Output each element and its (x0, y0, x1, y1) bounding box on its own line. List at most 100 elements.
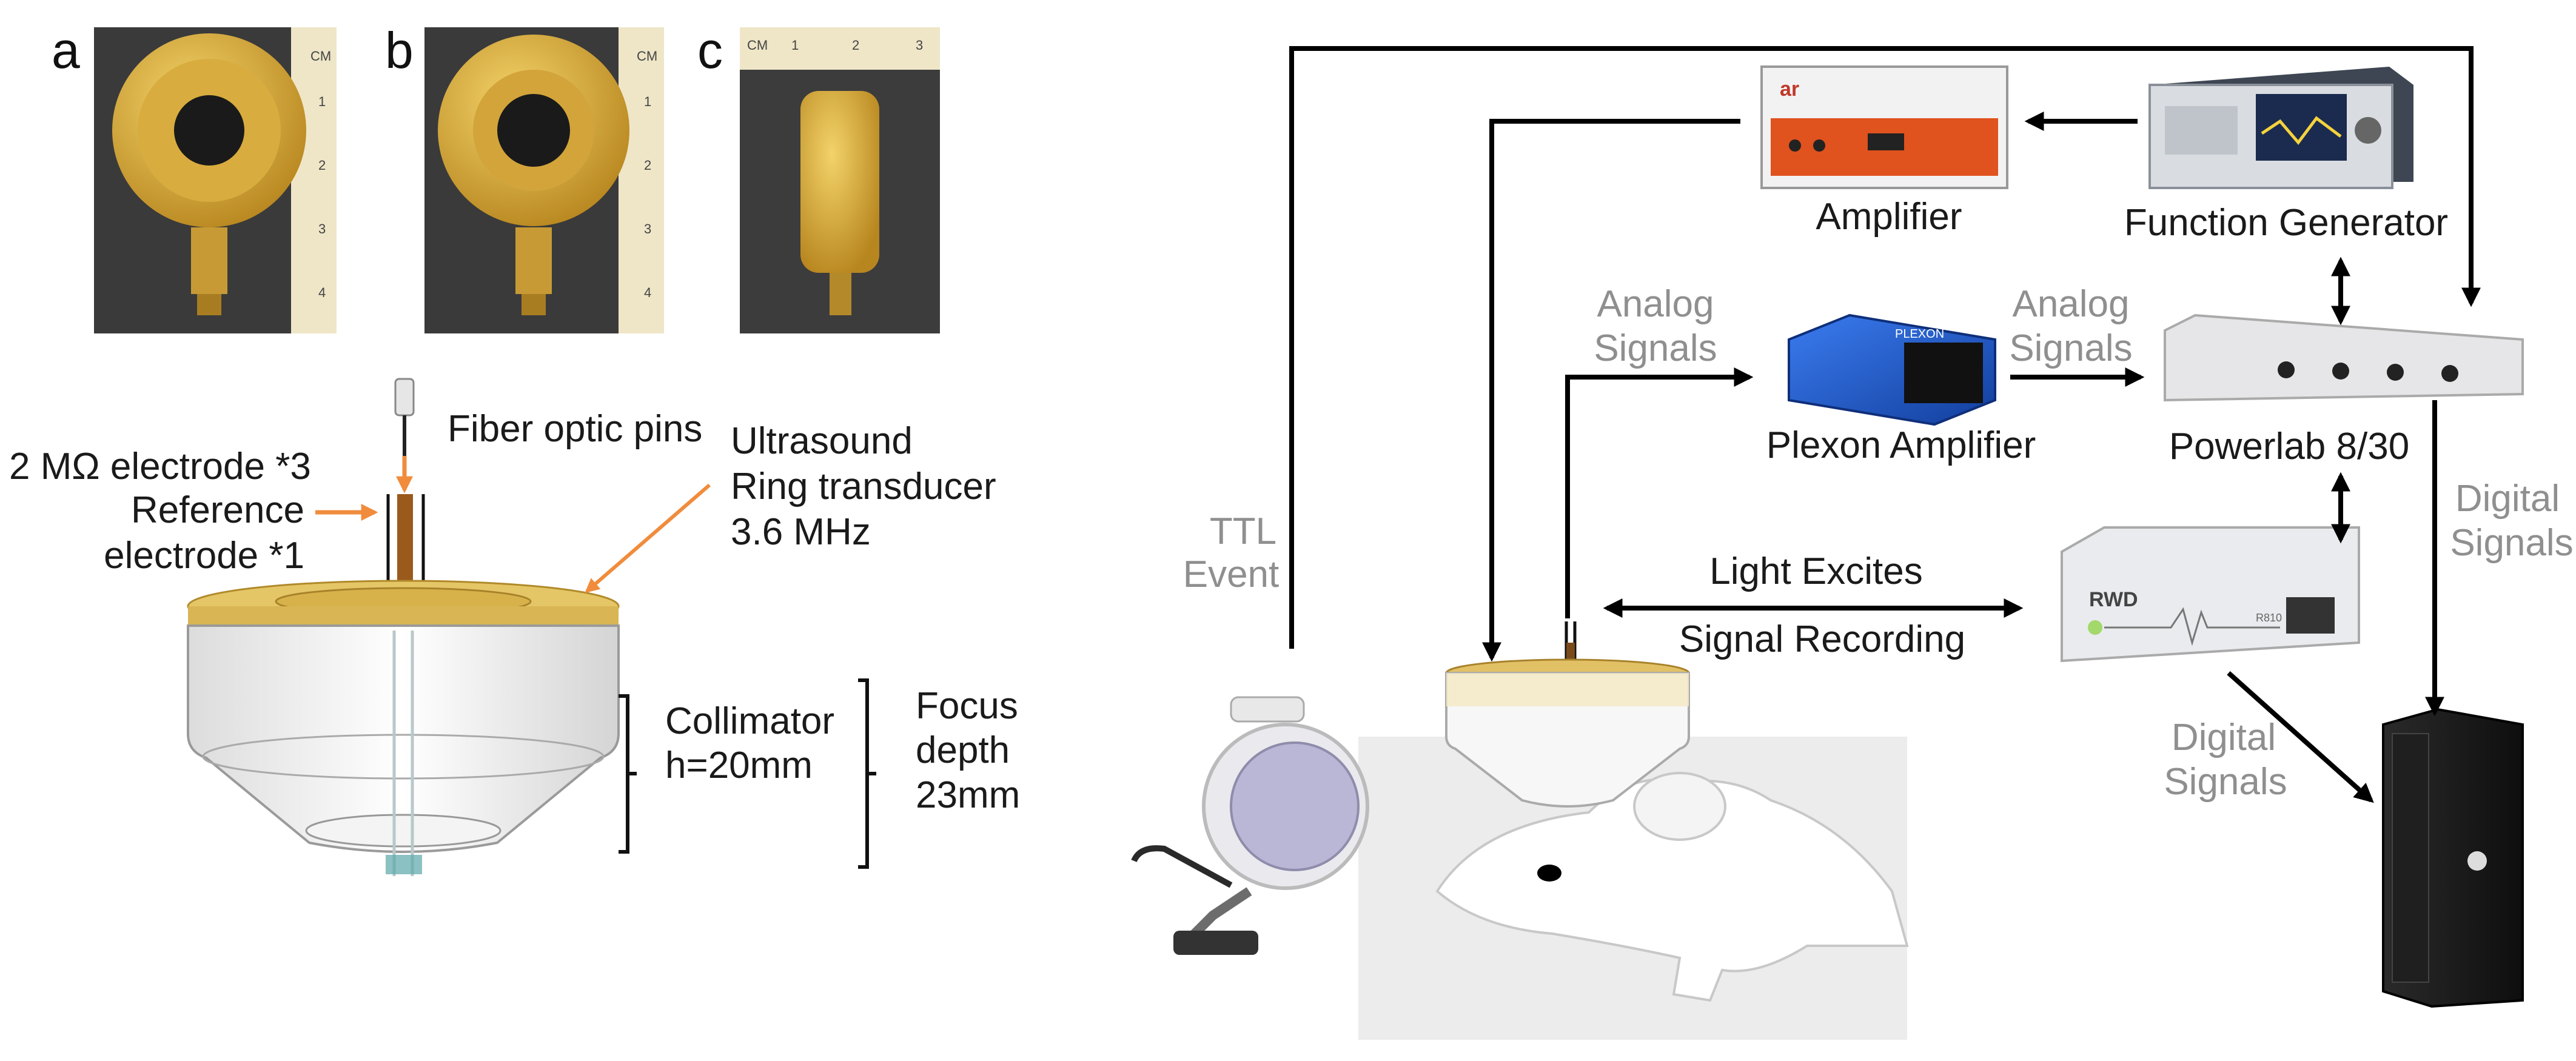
amplifier-label: Amplifier (1816, 196, 1962, 238)
pc-logo (2467, 851, 2487, 871)
collimator-seam (202, 734, 605, 780)
ruler-b (619, 27, 664, 333)
ttl-event-line (1289, 46, 2481, 649)
probe-tip (386, 855, 422, 874)
mouse-eye (1537, 865, 1561, 882)
ruler-a-tick-4: 4 (318, 285, 326, 300)
focus-label-3: 23mm (916, 774, 1020, 816)
transducer-labels: Fiber optic pins 2 MΩ electrode *3 Refer… (9, 408, 1020, 816)
powerlab-port-1 (2278, 361, 2295, 378)
ruler-c-unit: CM (747, 38, 768, 53)
ultrasound-label-1: Ultrasound (731, 420, 913, 462)
plexon-label: Plexon Amplifier (1766, 424, 2036, 466)
ruler-a-unit: CM (310, 49, 331, 64)
panel-a-label: a (52, 22, 80, 79)
fiber-pin-head (394, 378, 415, 417)
fiber-label: Fiber optic pins (448, 408, 702, 450)
mouse-ear (1633, 772, 1726, 841)
ring-transducer-side-view (800, 91, 879, 273)
ruler-b-tick-3: 3 (644, 221, 651, 236)
ruler-b-tick-4: 4 (644, 285, 651, 300)
amplifier-knob-1 (1789, 139, 1801, 152)
rwd-trace (2104, 607, 2280, 646)
plexon-brand: PLEXON (1895, 327, 1944, 341)
amplifier-to-transducer-line (1482, 119, 1740, 662)
collimator-label-2: h=20mm (665, 745, 813, 786)
reference-label-2: electrode *1 (104, 535, 304, 577)
rwd-to-pc-arrow (2227, 671, 2374, 803)
analog-left-label-1: Analog (1597, 283, 1714, 325)
amplifier-display (1868, 133, 1904, 150)
pc-tower (2382, 708, 2524, 1008)
transducer-diagram (187, 378, 876, 876)
ruler-labels: CM 1 2 3 4 CM 1 2 3 4 (310, 49, 657, 300)
ruler-c-tick-1: 1 (791, 38, 799, 53)
ruler-a-tick-2: 2 (318, 158, 326, 173)
connector-c (830, 273, 851, 315)
reference-label-1: Reference (131, 489, 304, 531)
ruler-a-tick-3: 3 (318, 221, 326, 236)
lamp-bracket (1230, 696, 1305, 723)
electrode-to-plexon-line (1565, 367, 1754, 618)
collimator-body (187, 624, 620, 853)
collimator-bracket (619, 694, 637, 854)
powerlab-label: Powerlab 8/30 (2169, 426, 2409, 467)
ruler-a (291, 27, 337, 333)
lamp-cable (1131, 845, 1233, 888)
ruler-b-tick-2: 2 (644, 158, 651, 173)
panel-b: b (385, 22, 664, 333)
ring-hole-b (497, 94, 570, 167)
rwd-brand: RWD (2089, 588, 2138, 611)
plexon-connectors (1904, 343, 1983, 403)
ruler-c (740, 27, 940, 70)
rwd-port (2286, 597, 2335, 634)
amplifier-knob-2 (1813, 139, 1825, 152)
ruler-c-tick-3: 3 (916, 38, 923, 53)
signal-recording-label: Signal Recording (1679, 618, 1965, 660)
ttl-label-2: Event (1183, 554, 1280, 595)
connector-tip-a (197, 294, 221, 315)
lamp-clamp (1173, 931, 1258, 955)
pc-front-grille (2392, 733, 2429, 983)
rwd-led (2088, 620, 2102, 635)
rwd-photometry-device: RWD R810 (2061, 526, 2360, 663)
connector-a (191, 227, 227, 294)
powerlab-port-3 (2387, 364, 2404, 381)
panel-a: a (52, 22, 337, 333)
function-generator-label: Function Generator (2124, 202, 2448, 244)
gold-ring-side (188, 606, 619, 626)
ruler-b-unit: CM (637, 49, 657, 64)
ruler-a-tick-1: 1 (318, 94, 326, 109)
analog-right-label-2: Signals (2009, 327, 2132, 369)
ultrasound-label-3: 3.6 MHz (731, 511, 871, 553)
mouse-area (1358, 737, 1909, 1040)
digital-lower-label-2: Signals (2164, 761, 2287, 803)
fg-knob (2355, 117, 2381, 144)
light-excites-label: Light Excites (1709, 551, 1923, 592)
fg-waveform (2261, 116, 2342, 145)
powerlab-port-2 (2332, 363, 2349, 380)
digital-right-label-2: Signals (2450, 522, 2573, 564)
amplifier-device: ar (1760, 65, 2008, 189)
ruler-b-tick-1: 1 (644, 94, 651, 109)
head-ring-band (1446, 673, 1689, 706)
digital-lower-label-1: Digital (2172, 717, 2276, 758)
connector-b (515, 227, 552, 294)
focus-label-2: depth (916, 729, 1010, 771)
function-generator-device (2148, 67, 2413, 189)
panel-b-label: b (385, 22, 414, 79)
rwd-model: R810 (2256, 612, 2282, 624)
panel-c-label: c (697, 22, 723, 79)
amplifier-brand: ar (1780, 78, 1799, 101)
focus-bracket (858, 678, 876, 869)
collimator-label-1: Collimator (665, 700, 834, 742)
ultrasound-label-2: Ring transducer (731, 466, 996, 507)
digital-right-label-1: Digital (2455, 478, 2560, 520)
analog-right-label-1: Analog (2012, 283, 2129, 325)
lamp-lens (1230, 741, 1360, 871)
plexon-amplifier-device: PLEXON (1788, 313, 1996, 426)
connector-tip-b (522, 294, 546, 315)
analog-left-label-2: Signals (1594, 327, 1717, 369)
focus-label-1: Focus (916, 685, 1018, 727)
